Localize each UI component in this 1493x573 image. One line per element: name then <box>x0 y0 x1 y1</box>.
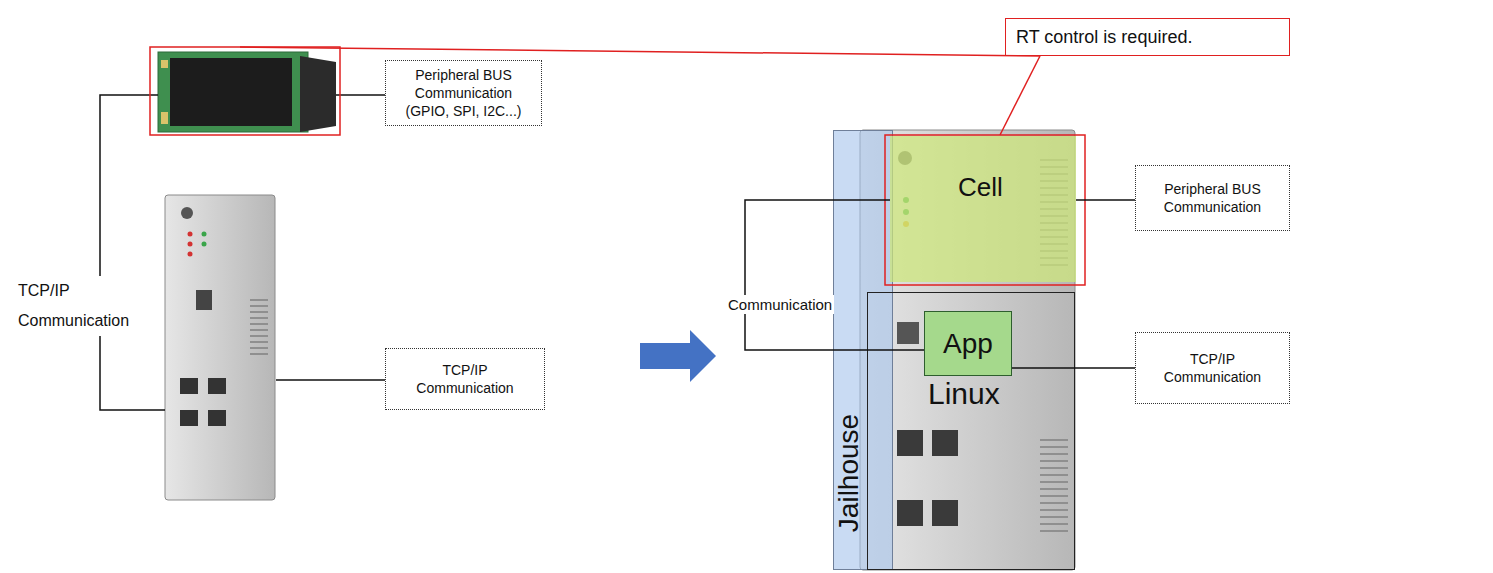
vent-slots <box>250 300 268 354</box>
device-port <box>180 410 198 426</box>
linux-region: Linux App <box>867 292 1075 570</box>
callout-text: RT control is required. <box>1016 26 1279 48</box>
device-port <box>208 410 226 426</box>
device-port <box>932 430 958 456</box>
highlight-frame <box>885 135 1085 285</box>
status-led <box>202 232 207 237</box>
edge-label-wrap: Communication <box>726 295 834 314</box>
device-port <box>897 322 919 344</box>
vent-slots <box>1040 440 1068 531</box>
callout-box: RT control is required. <box>1005 18 1290 56</box>
cell-region: Cell <box>890 136 1076 282</box>
device-port <box>180 378 198 394</box>
device-port <box>932 500 958 526</box>
transition-arrow <box>640 330 716 382</box>
status-led <box>188 252 193 257</box>
status-led <box>202 242 207 247</box>
device-port <box>897 500 923 526</box>
comm-box: TCP/IP Communication <box>385 348 545 410</box>
comm-text: TCP/IP Communication <box>1150 350 1275 386</box>
network-wire <box>100 95 165 410</box>
comm-box: Peripheral BUS Communication (GPIO, SPI,… <box>385 60 542 126</box>
os-name: Linux <box>928 377 1074 411</box>
board-component <box>161 112 168 124</box>
app-box: App <box>924 311 1012 376</box>
device-port <box>897 430 923 456</box>
status-led <box>188 232 193 237</box>
comm-text: Peripheral BUS Communication <box>1150 180 1275 216</box>
app-name: App <box>943 328 993 360</box>
leader-line <box>1000 56 1040 135</box>
label-wrap: TCP/IP Communication <box>18 276 136 336</box>
cell-name: Cell <box>958 172 1076 202</box>
bus-wire <box>336 94 385 96</box>
connector-line <box>1012 367 1135 369</box>
board-component <box>161 60 168 68</box>
status-led <box>188 242 193 247</box>
hypervisor-name: Jailhouse <box>835 414 863 532</box>
device-port <box>196 290 212 310</box>
controller-device <box>165 195 275 500</box>
edge-label: Communication <box>726 295 834 314</box>
comm-text: Peripheral BUS Communication (GPIO, SPI,… <box>399 66 528 120</box>
device-port <box>208 378 226 394</box>
connector-line <box>1076 199 1135 201</box>
leader-line <box>240 47 1040 56</box>
link-label: TCP/IP Communication <box>18 276 136 336</box>
circuit-board <box>158 52 308 132</box>
side-panel <box>300 56 336 132</box>
lcd-panel <box>170 58 292 126</box>
comm-box: TCP/IP Communication <box>1135 332 1290 404</box>
comm-text: TCP/IP Communication <box>406 361 524 397</box>
comm-box: Peripheral BUS Communication <box>1135 165 1290 231</box>
edge-layer <box>745 200 1135 368</box>
connector-line <box>745 200 924 350</box>
highlight-frame <box>150 47 340 135</box>
power-button <box>181 207 193 219</box>
network-wire <box>276 379 385 381</box>
